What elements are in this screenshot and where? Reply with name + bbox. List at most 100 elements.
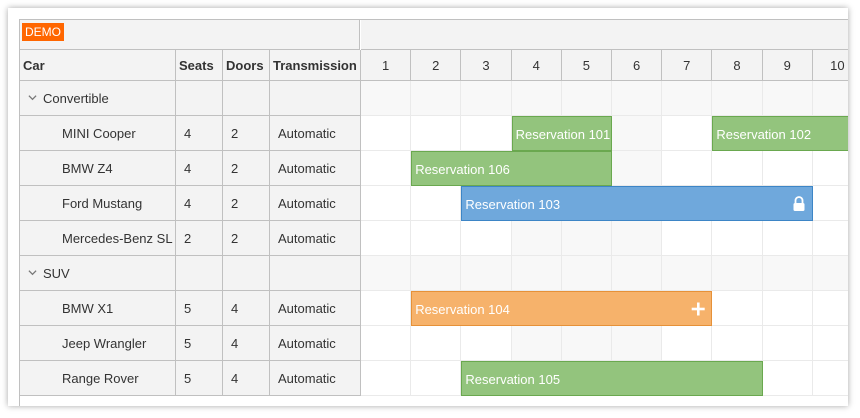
timeline-cell[interactable] [411, 81, 462, 116]
timeline-cell[interactable] [561, 81, 612, 116]
timeline-cell[interactable] [411, 326, 462, 361]
car-name-cell[interactable]: Range Rover [20, 361, 176, 396]
timeline-cell[interactable] [712, 221, 763, 256]
reservation-event[interactable]: Reservation 104 [411, 291, 713, 326]
car-name-cell[interactable]: BMW Z4 [20, 151, 176, 186]
timeline-cell[interactable] [561, 221, 612, 256]
timeline-cell[interactable] [662, 151, 713, 186]
car-transmission-cell: Automatic [270, 116, 361, 151]
timeline-cell[interactable] [511, 81, 562, 116]
reservation-event[interactable]: Reservation 105 [461, 361, 763, 396]
timeline-cell[interactable] [712, 151, 763, 186]
car-doors-cell: 4 [223, 361, 270, 396]
timeline-cell[interactable] [361, 221, 412, 256]
timeline-cell[interactable] [812, 361, 848, 396]
column-header-transmission[interactable]: Transmission [270, 50, 361, 81]
timeline-cell[interactable] [762, 221, 813, 256]
car-name-cell[interactable]: BMW X1 [20, 291, 176, 326]
chevron-down-icon[interactable] [28, 93, 37, 102]
group-row-suv[interactable]: SUV [20, 256, 176, 291]
timeline-cell[interactable] [361, 291, 412, 326]
timeline-cell[interactable] [511, 326, 562, 361]
timeline-cell[interactable] [511, 256, 562, 291]
timeline-cell[interactable] [461, 326, 512, 361]
timeline-cell[interactable] [361, 326, 412, 361]
timeline-cell[interactable] [812, 326, 848, 361]
timeline-cell[interactable] [411, 361, 462, 396]
timeline-cell[interactable] [411, 221, 462, 256]
column-header-doors[interactable]: Doors [223, 50, 270, 81]
car-doors-cell: 2 [223, 186, 270, 221]
timeline-cell[interactable] [411, 116, 462, 151]
timeline-cell[interactable] [662, 221, 713, 256]
timeline-cell[interactable] [662, 116, 713, 151]
group-row-cell [223, 256, 270, 291]
timeline-cell[interactable] [762, 326, 813, 361]
timeline-cell[interactable] [712, 81, 763, 116]
timeline-cell[interactable] [461, 116, 512, 151]
timeline-cell[interactable] [662, 326, 713, 361]
day-header: 1 [361, 50, 412, 81]
timeline-cell[interactable] [461, 221, 512, 256]
column-header-seats[interactable]: Seats [176, 50, 223, 81]
timeline-cell[interactable] [762, 361, 813, 396]
car-doors-cell: 2 [223, 151, 270, 186]
timeline-cell[interactable] [712, 326, 763, 361]
car-name-cell[interactable]: Jeep Wrangler [20, 326, 176, 361]
timeline-cell[interactable] [762, 291, 813, 326]
reservation-event[interactable]: Reservation 102 [712, 116, 848, 151]
timeline-cell[interactable] [612, 151, 663, 186]
car-seats-cell: 5 [176, 361, 223, 396]
timeline-cell[interactable] [762, 151, 813, 186]
timeline-cell[interactable] [461, 81, 512, 116]
timeline-cell[interactable] [361, 81, 412, 116]
lock-icon[interactable] [792, 196, 806, 212]
day-header: 3 [461, 50, 512, 81]
car-name-cell[interactable]: Ford Mustang [20, 186, 176, 221]
timeline-cell[interactable] [411, 186, 462, 221]
timeline-cell[interactable] [662, 81, 713, 116]
timeline-cell[interactable] [361, 361, 412, 396]
timeline-cell[interactable] [461, 256, 512, 291]
timeline-cell[interactable] [361, 151, 412, 186]
reservation-event[interactable]: Reservation 101 [511, 116, 612, 151]
car-doors-cell: 2 [223, 116, 270, 151]
timeline-cell[interactable] [812, 151, 848, 186]
day-header: 10 [812, 50, 848, 81]
timeline-cell[interactable] [612, 326, 663, 361]
timeline-cell[interactable] [612, 221, 663, 256]
car-name-cell[interactable]: Mercedes-Benz SL [20, 221, 176, 256]
timeline-cell[interactable] [511, 221, 562, 256]
timeline-cell[interactable] [411, 256, 462, 291]
chevron-down-icon[interactable] [28, 268, 37, 277]
reservation-event[interactable]: Reservation 106 [411, 151, 612, 186]
group-row-convertible[interactable]: Convertible [20, 81, 176, 116]
timeline-cell[interactable] [812, 291, 848, 326]
timeline-cell[interactable] [712, 256, 763, 291]
timeline-cell[interactable] [612, 81, 663, 116]
car-name-cell[interactable]: MINI Cooper [20, 116, 176, 151]
car-seats-cell: 5 [176, 326, 223, 361]
demo-badge: DEMO [22, 23, 64, 41]
timeline-cell[interactable] [561, 256, 612, 291]
timeline-cell[interactable] [662, 256, 713, 291]
timeline-cell[interactable] [762, 256, 813, 291]
timeline-cell[interactable] [612, 116, 663, 151]
timeline-cell[interactable] [812, 221, 848, 256]
timeline-cell[interactable] [361, 116, 412, 151]
timeline-cell[interactable] [561, 326, 612, 361]
reservation-label: Reservation 104 [415, 302, 510, 317]
timeline-cell[interactable] [612, 256, 663, 291]
timeline-cell[interactable] [361, 256, 412, 291]
timeline-cell[interactable] [812, 186, 848, 221]
timeline-cell[interactable] [361, 186, 412, 221]
timeline-cell[interactable] [812, 81, 848, 116]
timeline-cell[interactable] [712, 291, 763, 326]
timeline-cell[interactable] [762, 81, 813, 116]
reservation-event[interactable]: Reservation 103 [461, 186, 813, 221]
column-header-car[interactable]: Car [20, 50, 176, 81]
plus-icon[interactable] [691, 301, 706, 317]
group-row-cell [223, 81, 270, 116]
car-doors-cell: 4 [223, 291, 270, 326]
timeline-cell[interactable] [812, 256, 848, 291]
